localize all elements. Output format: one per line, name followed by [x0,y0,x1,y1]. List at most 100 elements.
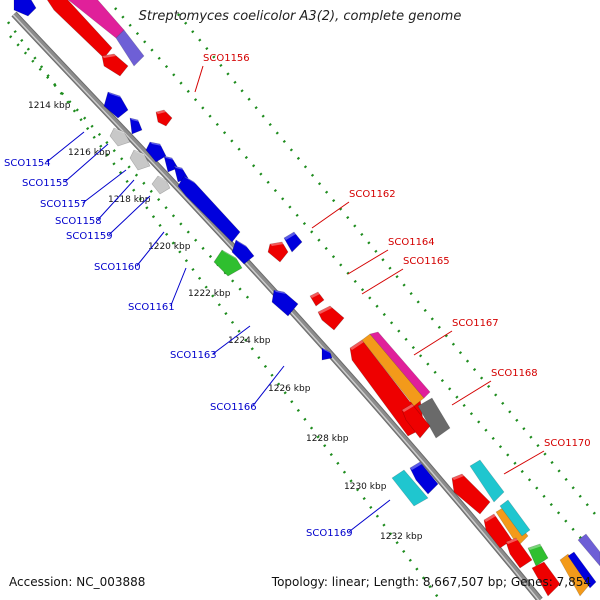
gene-sco1157-shine [134,150,146,156]
gene-sco1158 [151,175,171,195]
gene-sco1170-red [451,473,491,515]
gene-sco1156 [155,109,173,127]
forward-label-leader [347,249,389,275]
gene-sco1169-blue [409,461,439,495]
forward-gene-label: SCO1167 [452,318,499,329]
tick-guide-line-3 [114,7,600,561]
gene-blue-top [13,0,37,17]
gene-sco1164-shine [310,292,320,298]
tick-label: 1222 kbp [188,289,231,299]
gene-sco1163 [271,289,299,317]
gene-sco1162-blue-shine [284,232,296,240]
gene-sco1160-long-body [177,175,241,243]
forward-label-leader [451,380,492,406]
gene-sco1168-grey [417,397,451,439]
gene-blue-tip [231,239,255,265]
gene-sco1162-red [267,241,289,263]
gene-red-arrow-top-body [101,53,129,77]
gene-sco1160-long-shine [184,176,196,184]
gene-sco1155-body [109,127,131,147]
gene-sco1154-body [103,91,129,119]
gene-sco1161-body [213,249,243,277]
gene-blue-small-2-body [145,141,167,163]
tick-label: 1214 kbp [28,101,71,111]
gene-sco1162-blue [283,231,303,253]
reverse-gene-label: SCO1169 [306,528,353,539]
gene-sco1158-shine [158,176,168,182]
gene-green-low [527,543,549,567]
reverse-label-leader [170,267,187,307]
gene-sco1155-shine [114,128,126,134]
forward-label-leader [361,268,404,295]
gene-sco1168-red-body [401,403,431,439]
gene-blue-small-4-shine [174,166,184,170]
forward-label-leader [413,330,453,356]
gene-violet-edge [577,533,600,567]
forward-gene-label: SCO1170 [544,438,591,449]
forward-gene-label: SCO1156 [203,53,250,64]
reverse-label-leader [252,365,285,407]
genome-backbone-highlight [12,14,540,600]
gene-sco1161 [213,249,243,277]
gene-sco1169-blue-body [409,461,439,495]
gene-sco1154 [103,91,129,119]
tick-label: 1228 kbp [306,434,349,444]
gene-sco1165-body [317,305,345,331]
gene-blue-top-body [13,0,37,17]
gene-sco1154-shine [108,92,122,98]
genome-backbone-outline [11,11,543,600]
gene-green-low-shine [528,544,542,550]
forward-label-leader [311,201,350,229]
gene-sco1164 [309,291,325,307]
topology-value: linear [331,575,366,589]
reverse-gene-label: SCO1155 [22,178,69,189]
gene-sco1169-blue-shine [410,462,422,470]
gene-blue-tip-shine [236,240,248,248]
accession-info: Accession: NC_003888 [9,575,145,589]
reverse-label-leader [108,195,151,236]
gene-blue-edge [567,551,597,589]
gene-sco1162-red-body [267,241,289,263]
gene-sco1157 [129,149,151,171]
gene-blue-tip-body [231,239,255,265]
gene-blue-small-1-shine [130,118,140,122]
forward-gene-label: SCO1162 [349,189,396,200]
forward-gene-label: SCO1165 [403,256,450,267]
tick-label: 1230 kbp [344,482,387,492]
gene-sco1168-red [401,403,431,439]
forward-gene-label: SCO1164 [388,237,435,248]
gene-sco1170-red-body [451,473,491,515]
gene-sco1166-body [321,347,333,361]
gene-blue-small-1-body [129,117,143,135]
reverse-label-leader [97,179,135,221]
reverse-gene-label: SCO1154 [4,158,51,169]
reverse-label-leader [82,169,127,204]
gene-sco1166 [321,347,333,361]
reverse-label-leader [64,143,109,183]
reverse-label-leader [136,231,165,267]
gene-red-low-2-shine [506,538,518,544]
genes-label: Genes: [510,575,553,589]
gene-green-low-body [527,543,549,567]
reverse-gene-label: SCO1160 [94,262,141,273]
gene-sco1160-long [177,175,241,243]
gene-cyan-low [499,499,531,537]
gene-red-low-1-shine [484,514,496,522]
tick-label: 1220 kbp [148,242,191,252]
gene-sco1164-body [309,291,325,307]
forward-label-leader [194,65,204,93]
tick-label: 1216 kbp [68,148,111,158]
forward-label-leader [503,450,545,475]
reverse-gene-label: SCO1159 [66,231,113,242]
genome-stats: Topology: linear; Length: 8,667,507 bp; … [271,575,591,589]
forward-gene-label: SCO1168 [491,368,538,379]
gene-sco1163-shine [274,290,286,294]
gene-sco1167-red-shine [350,340,364,350]
tick-guide-line-2 [6,21,442,600]
reverse-label-leader [46,131,85,163]
gene-sco1168-red-shine [402,404,414,412]
gene-sco1156-shine [156,110,166,114]
accession-label: Accession: [9,575,73,589]
